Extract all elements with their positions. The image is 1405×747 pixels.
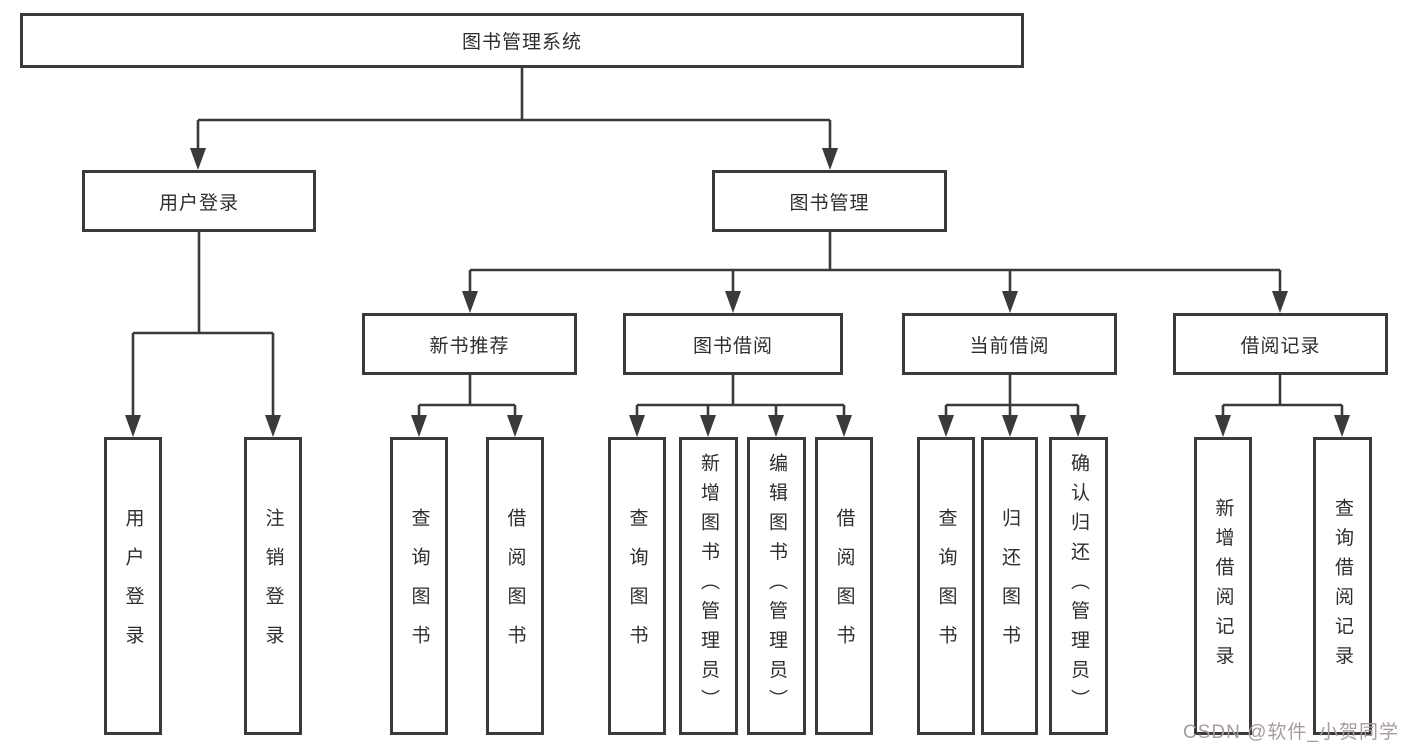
connector-borrow-record-children [1221, 375, 1344, 419]
arrowhead [700, 415, 716, 437]
csdn-watermark: CSDN @软件_小贺同学 [1183, 722, 1399, 743]
leaf-user-login: 用户登录 [104, 437, 162, 735]
leaf-label: 新增借阅记录 [1212, 497, 1234, 675]
leaf-label: 用户登录 [122, 508, 144, 664]
arrowhead [725, 291, 741, 313]
node-label: 新书推荐 [429, 335, 510, 357]
arrowhead [1215, 415, 1231, 437]
leaf-add-books-admin: 新增图书（管理员） [679, 437, 738, 735]
arrowhead [1272, 291, 1288, 313]
arrowhead [836, 415, 852, 437]
leaf-add-borrow-record: 新增借阅记录 [1194, 437, 1252, 735]
node-book-management-branch: 图书管理 [712, 170, 947, 232]
leaf-query-borrow-record: 查询借阅记录 [1313, 437, 1372, 735]
connector-book-management-children [468, 232, 1282, 295]
arrowhead [190, 148, 206, 170]
leaf-query-books-1: 查询图书 [390, 437, 448, 735]
arrowhead [411, 415, 427, 437]
leaf-confirm-return-admin: 确认归还（管理员） [1049, 437, 1108, 735]
arrowheads [125, 148, 1350, 437]
node-label: 图书管理 [789, 192, 870, 214]
arrowhead [629, 415, 645, 437]
leaf-label: 借阅图书 [504, 508, 526, 664]
node-label: 用户登录 [158, 192, 239, 214]
leaf-label: 查询图书 [408, 508, 430, 664]
node-label: 借阅记录 [1240, 335, 1321, 357]
leaf-borrow-books-2: 借阅图书 [815, 437, 873, 735]
node-current-borrowing: 当前借阅 [902, 313, 1117, 375]
node-borrowing-records: 借阅记录 [1173, 313, 1388, 375]
leaf-query-books-3: 查询图书 [917, 437, 975, 735]
node-new-book-recommendation: 新书推荐 [362, 313, 577, 375]
leaf-label: 归还图书 [999, 508, 1020, 664]
node-label: 当前借阅 [969, 335, 1050, 357]
arrowhead [507, 415, 523, 437]
arrowhead [462, 291, 478, 313]
node-book-borrowing: 图书借阅 [623, 313, 843, 375]
node-label: 图书借阅 [692, 335, 773, 357]
leaf-query-books-2: 查询图书 [608, 437, 666, 735]
arrowhead [265, 415, 281, 437]
leaf-edit-books-admin: 编辑图书（管理员） [747, 437, 806, 735]
arrowhead [822, 148, 838, 170]
connector-user-login-children [131, 232, 275, 419]
leaf-label: 编辑图书（管理员） [766, 453, 787, 719]
arrowhead [125, 415, 141, 437]
leaf-borrow-books-1: 借阅图书 [486, 437, 544, 735]
node-library-management-system: 图书管理系统 [20, 13, 1024, 68]
arrowhead [768, 415, 784, 437]
leaf-logout: 注销登录 [244, 437, 302, 735]
leaf-label: 新增图书（管理员） [698, 453, 719, 719]
arrowhead [1334, 415, 1350, 437]
leaf-label: 借阅图书 [833, 508, 855, 664]
connector-new-book-children [417, 375, 517, 419]
arrowhead [1002, 415, 1018, 437]
arrowhead [1002, 291, 1018, 313]
arrowhead [1070, 415, 1086, 437]
leaf-label: 注销登录 [262, 508, 284, 664]
connector-current-borrow-children [944, 375, 1080, 419]
node-label: 图书管理系统 [461, 32, 582, 53]
node-user-login-branch: 用户登录 [82, 170, 316, 232]
connector-root-to-branches [196, 68, 832, 152]
leaf-return-books: 归还图书 [981, 437, 1038, 735]
connector-book-borrow-children [635, 375, 846, 419]
leaf-label: 查询图书 [935, 508, 957, 664]
leaf-label: 确认归还（管理员） [1068, 453, 1089, 719]
leaf-label: 查询借阅记录 [1332, 497, 1353, 675]
arrowhead [938, 415, 954, 437]
leaf-label: 查询图书 [626, 508, 648, 664]
